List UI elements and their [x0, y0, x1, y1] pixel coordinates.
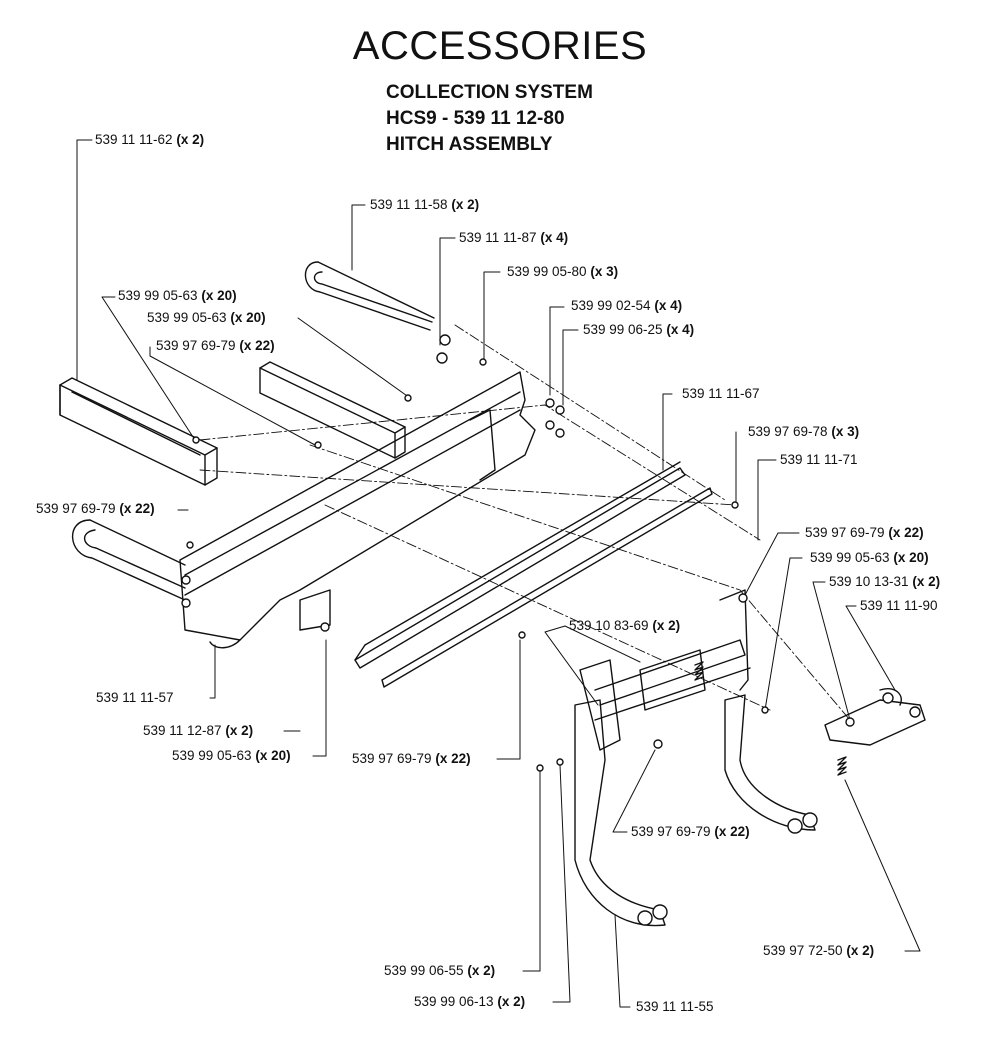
- lower-u-bar-part: [71, 519, 186, 601]
- callout-nut: 539 99 06-25 (x 4): [583, 322, 695, 337]
- callout-spring: 539 97 72-50 (x 2): [763, 943, 875, 958]
- hitch-frame-part: [574, 589, 816, 927]
- callout-u-bar: 539 11 11-58 (x 2): [370, 197, 480, 212]
- callout-bolt-upper-mid: 539 99 05-63 (x 20): [147, 310, 266, 325]
- callout-mount-bracket: 539 11 12-87 (x 2): [143, 723, 254, 738]
- callout-locknut-lower: 539 97 69-79 (x 22): [352, 751, 471, 766]
- callout-angle-bar: 539 11 11-67: [682, 386, 760, 401]
- subtitle-hitch-assembly: HITCH ASSEMBLY: [386, 134, 553, 155]
- callout-clevis-plate: 539 11 11-90: [860, 598, 938, 613]
- callout-locknut-left: 539 97 69-79 (x 22): [36, 501, 155, 516]
- callout-washer-hitch: 539 99 06-13 (x 2): [414, 994, 526, 1009]
- callout-bolt-a: 539 99 05-80 (x 3): [507, 264, 619, 279]
- callout-spacer: 539 11 11-87 (x 4): [459, 230, 569, 245]
- callout-hitch-frame: 539 11 11-55: [636, 999, 714, 1014]
- left-side-bar-part: [59, 377, 218, 486]
- callout-frame-plate: 539 11 11-57: [96, 690, 174, 705]
- spring-parts: [694, 661, 847, 776]
- callout-flat-bar: 539 11 11-71: [780, 452, 858, 467]
- leader-lines: [76, 139, 921, 1008]
- assembly-axis-lines: [199, 324, 851, 721]
- clevis-plate-part: [824, 688, 926, 746]
- subtitle-model-number: HCS9 - 539 11 12-80: [386, 108, 565, 129]
- rear-side-bar-part: [259, 361, 406, 459]
- callout-side-bar: 539 11 11-62 (x 2): [95, 132, 205, 147]
- callout-bolt-hitch: 539 99 06-55 (x 2): [384, 963, 496, 978]
- main-frame-plate-part: [179, 371, 536, 649]
- callout-locknut-hitch: 539 97 69-79 (x 22): [631, 824, 750, 839]
- callout-bolt-right: 539 99 05-63 (x 20): [810, 550, 929, 565]
- fastener-hardware: [181, 334, 921, 926]
- callout-bolt-upper-left: 539 99 05-63 (x 20): [118, 288, 237, 303]
- subtitle-collection-system: COLLECTION SYSTEM: [386, 82, 593, 103]
- long-angle-bar-part: [354, 461, 686, 669]
- callout-locknut-right: 539 97 69-79 (x 22): [805, 525, 924, 540]
- flat-bar-part: [381, 487, 713, 688]
- callout-washer: 539 99 02-54 (x 4): [571, 298, 683, 313]
- upper-u-bar-part: [304, 261, 435, 331]
- callout-bracket: 539 10 83-69 (x 2): [569, 618, 681, 633]
- callout-pin: 539 10 13-31 (x 2): [829, 574, 941, 589]
- callout-bolt-lower-left: 539 99 05-63 (x 20): [172, 748, 291, 763]
- page-title: ACCESSORIES: [352, 24, 648, 68]
- callout-bolt-b: 539 97 69-78 (x 3): [748, 424, 860, 439]
- callout-locknut-upper: 539 97 69-79 (x 22): [156, 338, 275, 353]
